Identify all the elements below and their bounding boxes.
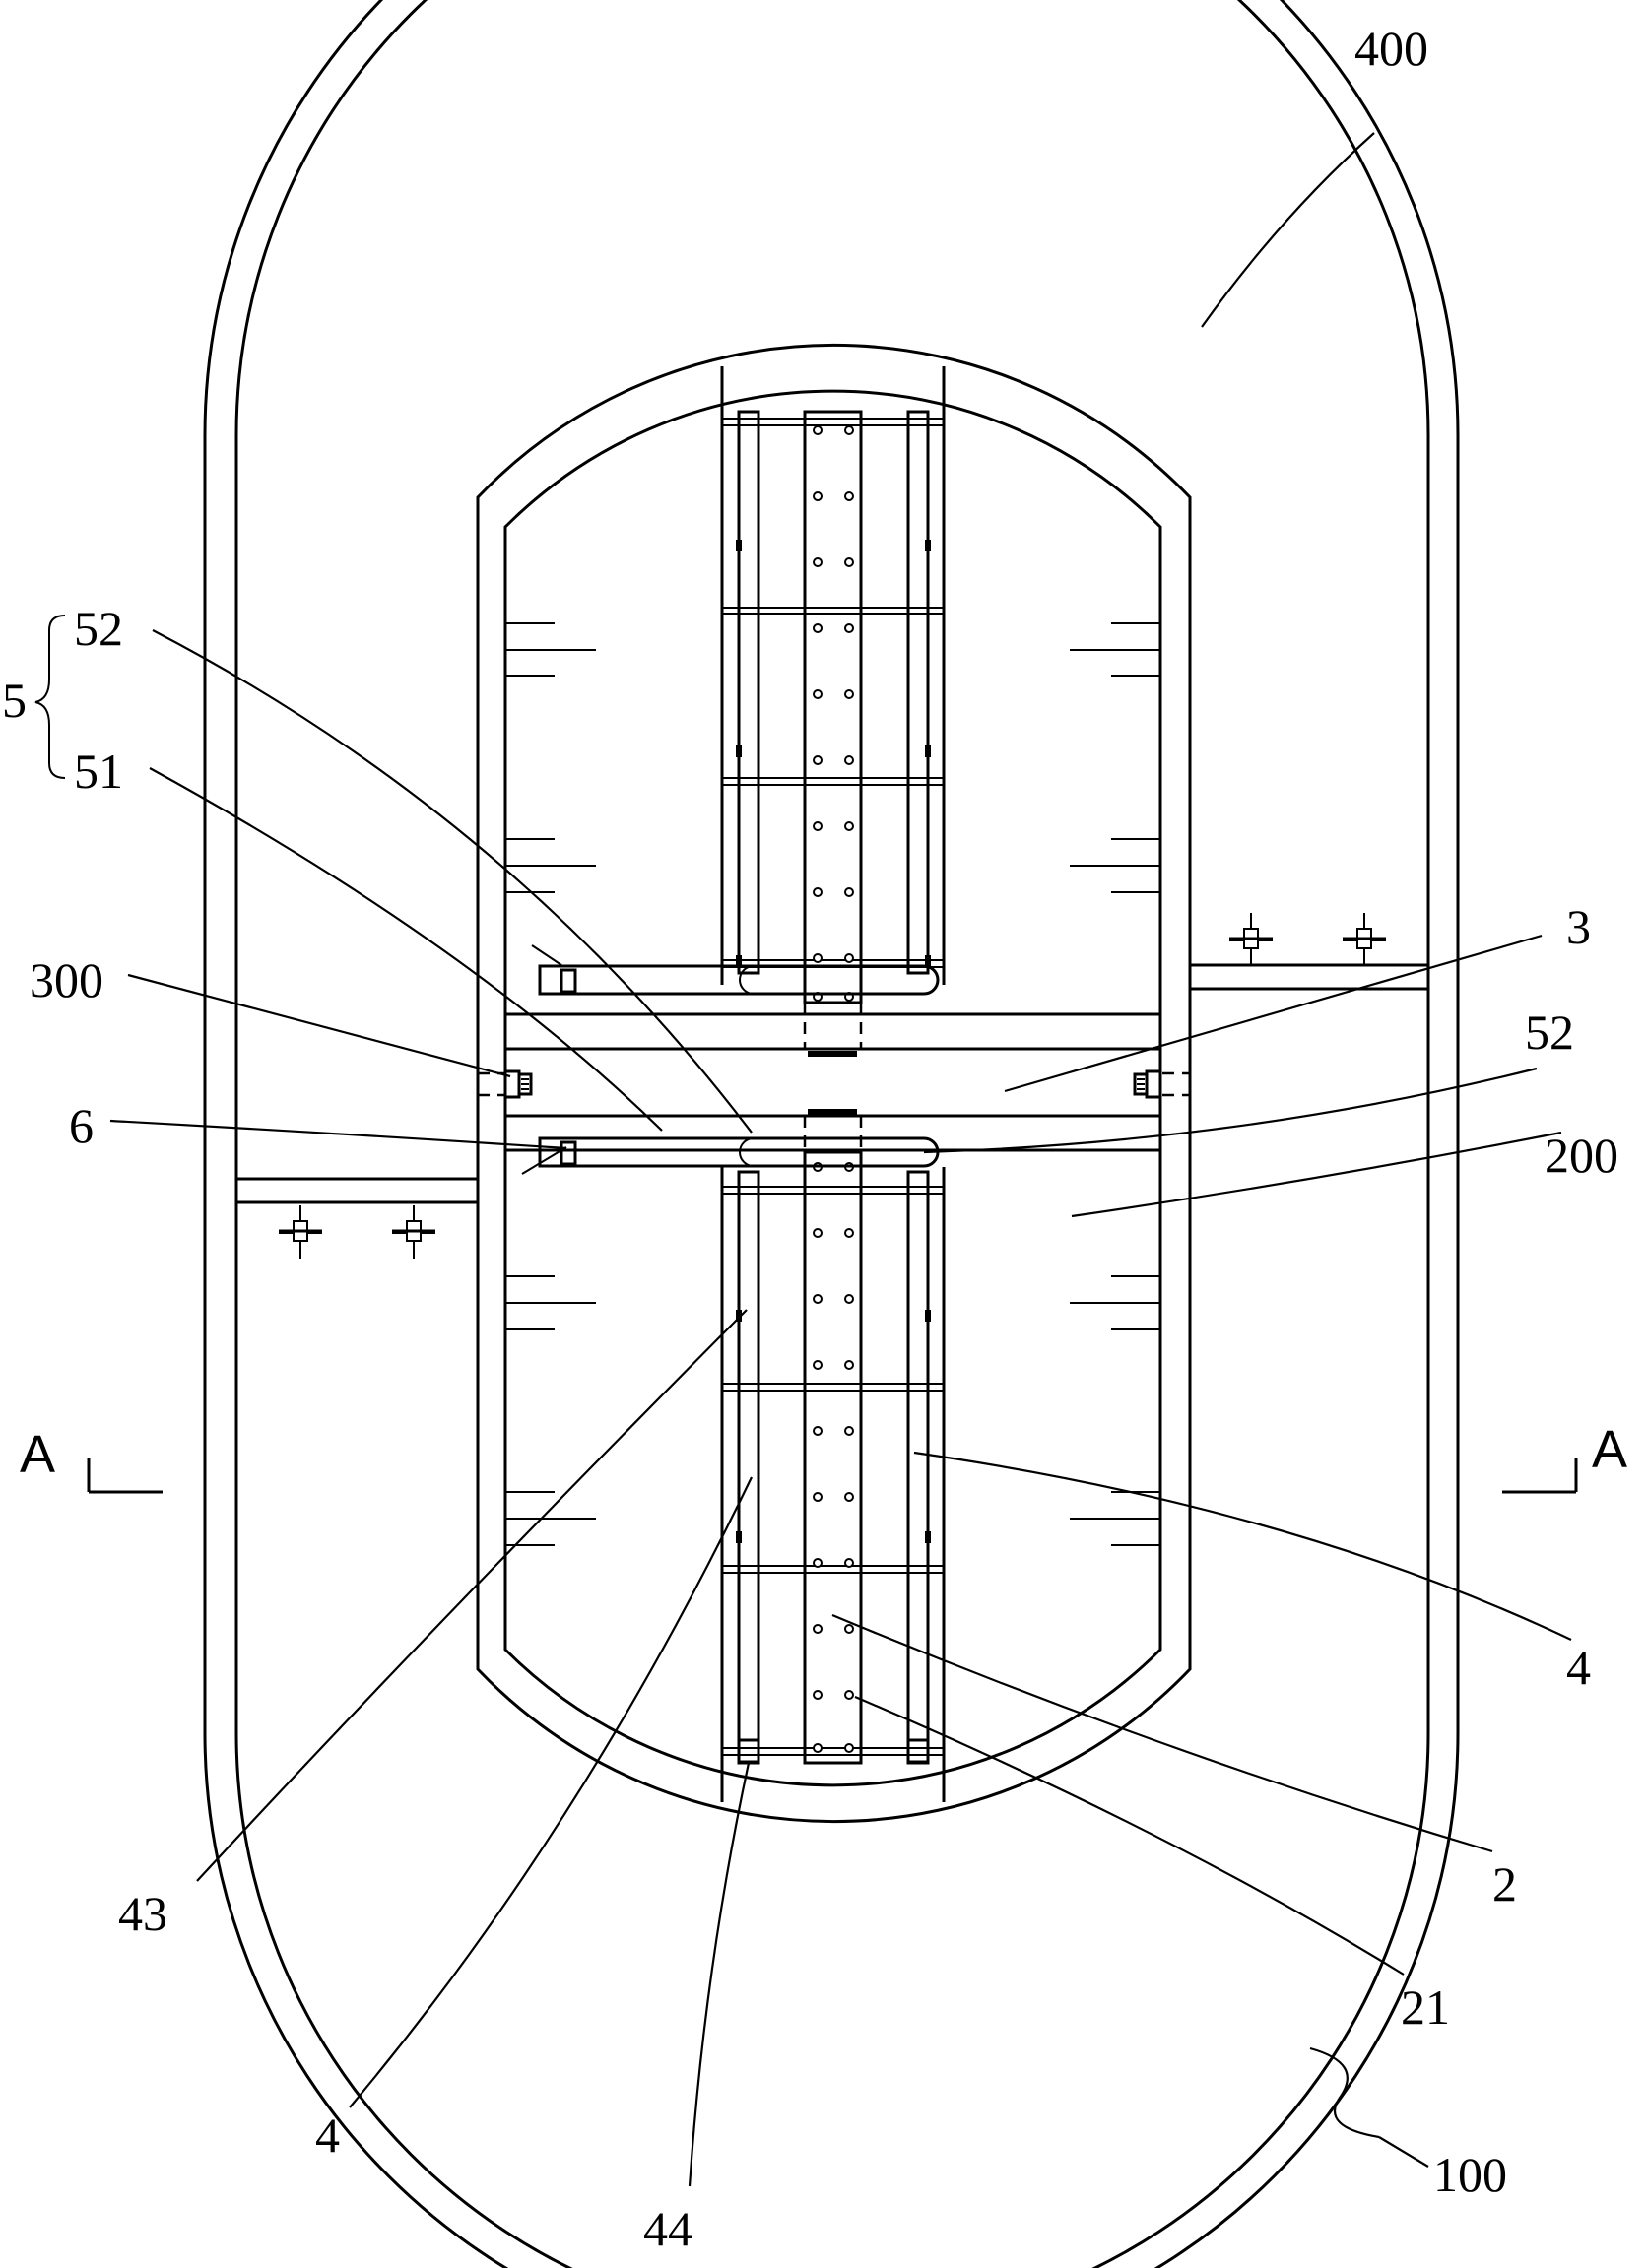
section-marker-left [87, 1458, 163, 1494]
label-400: 400 [1354, 21, 1428, 76]
plate-hole [844, 1294, 854, 1304]
plate-hole [813, 689, 823, 699]
label-a-right: A [1592, 1420, 1627, 1479]
label-5: 5 [2, 673, 27, 728]
left-shelf [236, 1177, 478, 1204]
plate-hole [844, 887, 854, 897]
bolt-icon [392, 1205, 435, 1259]
plate-hole [813, 425, 823, 435]
right-end-cap [1133, 1069, 1162, 1099]
plate-hole [813, 821, 823, 831]
label-52-right: 52 [1525, 1004, 1574, 1060]
label-200: 200 [1545, 1128, 1618, 1183]
plate-hole [813, 623, 823, 633]
lower-plate [803, 1150, 863, 1765]
label-4-right: 4 [1566, 1640, 1591, 1695]
outer-shell-outer-contour [203, 0, 1460, 2268]
bolt-icon [1229, 913, 1273, 966]
plate-hole [813, 1360, 823, 1370]
label-51: 51 [74, 744, 123, 799]
central-beam [478, 1003, 1190, 1152]
right-shelf [1190, 963, 1428, 991]
left-end-cap [503, 1069, 533, 1099]
plate-hole [844, 557, 854, 567]
outer-shell-inner-contour [234, 0, 1430, 2268]
group-brace [34, 615, 66, 779]
label-6: 6 [69, 1098, 94, 1153]
label-43: 43 [118, 1886, 167, 1941]
plate-hole [813, 557, 823, 567]
plate-hole [844, 689, 854, 699]
plate-hole [813, 1228, 823, 1238]
plate-hole [813, 1690, 823, 1700]
plate-hole [844, 1624, 854, 1634]
plate-hole [844, 623, 854, 633]
inner-chamber-inner-wall [503, 389, 1162, 1787]
section-marker-right [1502, 1458, 1578, 1494]
upper-frame [720, 366, 946, 985]
plate-hole [844, 1426, 854, 1436]
plate-hole [813, 953, 823, 963]
plate-hole [844, 1228, 854, 1238]
plate-hole [844, 491, 854, 501]
inner-chamber-outer-wall [476, 343, 1192, 1824]
bolt-icon [279, 1205, 322, 1259]
upper-slot-bar [531, 944, 940, 996]
label-2: 2 [1492, 1856, 1517, 1912]
plate-hole [813, 1558, 823, 1568]
plate-hole [844, 425, 854, 435]
plate-hole [813, 1294, 823, 1304]
lower-slot-bar [521, 1136, 940, 1175]
upper-plate [803, 410, 863, 1004]
label-4-left: 4 [315, 2107, 340, 2163]
plate-hole [844, 1690, 854, 1700]
label-300: 300 [30, 952, 103, 1007]
plate-hole [813, 1743, 823, 1753]
plate-hole [844, 1743, 854, 1753]
plate-holes [813, 425, 854, 1753]
label-100: 100 [1433, 2147, 1507, 2202]
plate-hole [813, 491, 823, 501]
plate-hole [813, 755, 823, 765]
label-a-left: A [20, 1425, 55, 1484]
plate-hole [844, 821, 854, 831]
leader-lines [109, 132, 1572, 2187]
plate-hole [813, 1426, 823, 1436]
label-3: 3 [1566, 899, 1591, 954]
plate-hole [844, 1492, 854, 1502]
plate-hole [813, 1624, 823, 1634]
lower-frame [720, 1167, 946, 1802]
plate-hole [813, 887, 823, 897]
right-wall-ticks [1070, 622, 1160, 1546]
label-44: 44 [643, 2201, 692, 2256]
rail-clips [736, 540, 931, 1543]
plate-hole [813, 1492, 823, 1502]
plate-hole [844, 953, 854, 963]
plate-hole [844, 755, 854, 765]
plate-hole [844, 1558, 854, 1568]
label-52-upper: 52 [74, 601, 123, 656]
plate-hole [844, 1360, 854, 1370]
label-21: 21 [1401, 1979, 1450, 2035]
bolt-icon [1343, 913, 1386, 966]
